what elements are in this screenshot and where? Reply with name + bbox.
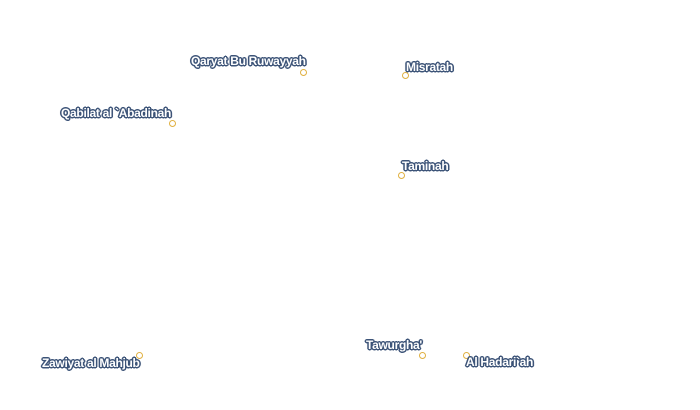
town-marker-icon[interactable] [135,351,143,359]
town-marker-icon[interactable] [418,351,426,359]
place-label: Qabilat al `Abadinah [61,106,172,120]
town-marker-icon[interactable] [462,351,470,359]
place-label: Misratah [406,60,453,74]
town-marker-icon[interactable] [397,171,405,179]
town-marker-icon[interactable] [168,119,176,127]
place-label: Zawiyat al Mahjub [42,356,140,370]
town-marker-icon[interactable] [299,68,307,76]
place-label: Tawurgha' [366,338,422,352]
town-marker-icon[interactable] [401,71,409,79]
place-label: Al Hadari`ah [466,355,534,369]
place-label: Taminah [402,159,449,173]
place-label: Qaryat Bu Ruwayyah [191,54,306,68]
